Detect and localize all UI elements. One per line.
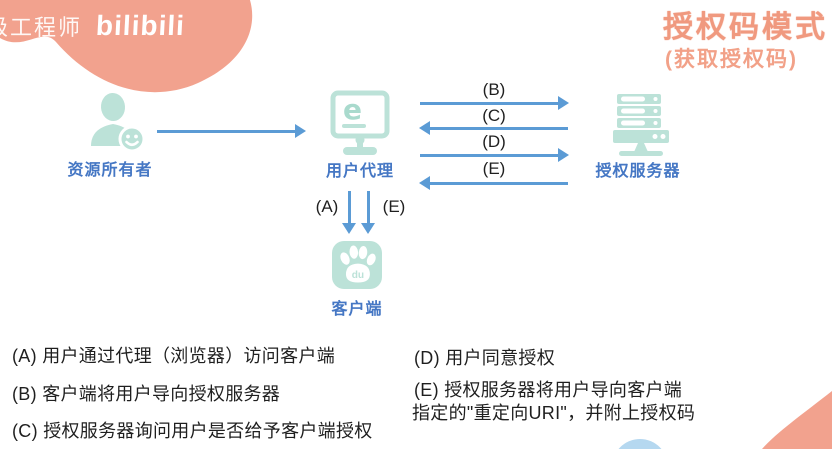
arrow-b — [420, 96, 569, 110]
channel-text: 级工程师 — [0, 15, 83, 40]
client-label: 客户端 — [331, 301, 383, 318]
arrow-c — [419, 121, 568, 135]
browser-monitor-icon — [330, 90, 390, 155]
legend-item-b: (B) 客户端将用户导向授权服务器 — [12, 384, 281, 404]
legend-item-c: (C) 授权服务器询问用户是否给予客户端授权 — [12, 421, 373, 441]
branding: 级工程师 bilibili — [0, 10, 186, 42]
legend-item-d: (D) 用户同意授权 — [414, 348, 555, 368]
arrow-c-label: (C) — [482, 106, 506, 125]
user-agent-label: 用户代理 — [325, 163, 394, 180]
arrow-owner-to-agent — [157, 124, 306, 138]
browser-e-underline — [342, 124, 366, 128]
person-icon — [91, 93, 146, 153]
arrow-e-down — [361, 191, 375, 234]
arrow-e-label: (E) — [482, 159, 506, 178]
arrow-e-down-label: (E) — [382, 197, 406, 216]
server-icon — [613, 94, 669, 156]
bottom-right-blob-shape — [762, 391, 832, 449]
baidu-client-icon: du — [332, 241, 382, 289]
baidu-du-text: du — [352, 270, 364, 281]
arrow-d-label: (D) — [482, 132, 506, 151]
arrow-d — [420, 148, 569, 162]
page-title: 授权码模式 — [663, 11, 828, 44]
blue-circle-decoration — [612, 439, 668, 449]
legend-item-e-line2: 指定的"重定向URI"，并附上授权码 — [412, 403, 696, 423]
arrow-e — [419, 176, 568, 190]
baidu-paw-icon: du — [340, 245, 376, 283]
page-subtitle: (获取授权码) — [665, 48, 798, 71]
legend-item-a: (A) 用户通过代理（浏览器）访问客户端 — [12, 346, 335, 366]
arrow-a-down — [342, 191, 356, 234]
arrow-a-down-label: (A) — [315, 197, 339, 216]
bilibili-logo: bilibili — [95, 10, 186, 41]
arrow-b-label: (B) — [482, 80, 506, 99]
legend-item-e-line1: (E) 授权服务器将用户导向客户端 — [414, 380, 683, 400]
auth-server-label: 授权服务器 — [595, 163, 681, 180]
browser-e-letter: e — [343, 93, 362, 126]
top-left-blob-shape — [0, 0, 253, 93]
resource-owner-label: 资源所有者 — [67, 162, 153, 179]
